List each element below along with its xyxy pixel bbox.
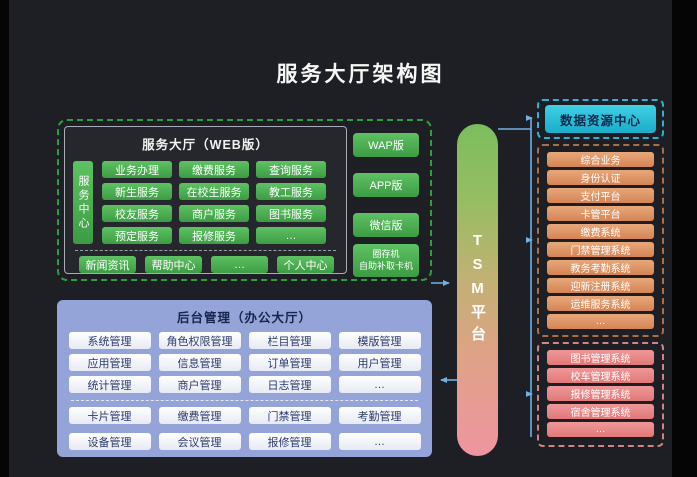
- core-system-item: 身份认证: [547, 170, 654, 185]
- core-system-item: 卡管平台: [547, 206, 654, 221]
- backoffice-item: 信息管理: [158, 354, 241, 371]
- backoffice-item: 设备管理: [68, 433, 151, 450]
- channel-wechat: 微信版: [353, 213, 419, 237]
- service-hall-footer: 新闻资讯 帮助中心 … 个人中心: [79, 256, 346, 273]
- service-item: 报修服务: [179, 227, 249, 244]
- service-item: 教工服务: [256, 183, 326, 200]
- backoffice-item-more: …: [338, 433, 421, 450]
- backoffice-item: 订单管理: [248, 354, 331, 371]
- business-systems-group: 图书管理系统 校车管理系统 报修管理系统 宿舍管理系统 …: [537, 342, 664, 447]
- channel-kiosk: 圈存机 自助补取卡机: [353, 244, 419, 277]
- backoffice-item: 模版管理: [338, 332, 421, 349]
- backoffice-item: 日志管理: [248, 376, 331, 393]
- backoffice-item: 缴费管理: [158, 407, 241, 424]
- service-item: 新生服务: [102, 183, 172, 200]
- backoffice-separator: [71, 400, 418, 401]
- data-center-group: 数据资源中心: [537, 99, 664, 139]
- backoffice-grid-bottom: 卡片管理 缴费管理 门禁管理 考勤管理 设备管理 会议管理 报修管理 …: [57, 407, 432, 450]
- backoffice-item: 用户管理: [338, 354, 421, 371]
- backoffice-item: 考勤管理: [338, 407, 421, 424]
- service-footer-item: 帮助中心: [145, 256, 202, 273]
- core-system-item: 迎新注册系统: [547, 278, 654, 293]
- backoffice-item: 统计管理: [68, 376, 151, 393]
- backoffice-grid-top: 系统管理 角色权限管理 栏目管理 模版管理 应用管理 信息管理 订单管理 用户管…: [57, 332, 432, 393]
- core-system-item: 综合业务: [547, 152, 654, 167]
- page-title: 服务大厅架构图: [276, 63, 445, 86]
- service-hall-panel: 服务大厅（WEB版） 服务中心 业务办理 缴费服务 查询服务 新生服务 在校生服…: [64, 126, 347, 274]
- business-system-item: 校车管理系统: [547, 368, 654, 383]
- core-system-item: 缴费系统: [547, 224, 654, 239]
- backoffice-item: 卡片管理: [68, 407, 151, 424]
- backoffice-item: 报修管理: [248, 433, 331, 450]
- core-system-item: 支付平台: [547, 188, 654, 203]
- service-footer-item: 新闻资讯: [79, 256, 136, 273]
- service-item: 校友服务: [102, 205, 172, 222]
- service-grid: 业务办理 缴费服务 查询服务 新生服务 在校生服务 教工服务 校友服务 商户服务…: [102, 161, 326, 244]
- service-item: 在校生服务: [179, 183, 249, 200]
- backoffice-title: 后台管理（办公大厅）: [176, 311, 312, 325]
- core-system-item: 教务考勤系统: [547, 260, 654, 275]
- backoffice-item: 系统管理: [68, 332, 151, 349]
- tsm-platform: TSM平台: [457, 124, 498, 456]
- business-system-item: 图书管理系统: [547, 350, 654, 365]
- backoffice-panel: 后台管理（办公大厅） 系统管理 角色权限管理 栏目管理 模版管理 应用管理 信息…: [57, 300, 432, 457]
- service-hall-separator: [75, 250, 336, 251]
- service-center-label: 服务中心: [73, 161, 93, 244]
- service-item: 图书服务: [256, 205, 326, 222]
- service-item: 查询服务: [256, 161, 326, 178]
- service-item: 业务办理: [102, 161, 172, 178]
- service-footer-item-more: …: [211, 256, 268, 273]
- canvas-edge-left: [0, 0, 9, 477]
- service-item: 预定服务: [102, 227, 172, 244]
- connector-tsm-to-datacenter: [498, 115, 533, 130]
- core-system-item: 门禁管理系统: [547, 242, 654, 257]
- core-systems-group: 综合业务 身份认证 支付平台 卡管平台 缴费系统 门禁管理系统 教务考勤系统 迎…: [537, 144, 664, 337]
- business-system-item: 宿舍管理系统: [547, 404, 654, 419]
- backoffice-item: 栏目管理: [248, 332, 331, 349]
- core-system-item-more: …: [547, 314, 654, 329]
- backoffice-item: 会议管理: [158, 433, 241, 450]
- channel-wap: WAP版: [353, 133, 419, 157]
- service-item-more: …: [256, 227, 326, 244]
- backoffice-item: 商户管理: [158, 376, 241, 393]
- backoffice-item: 门禁管理: [248, 407, 331, 424]
- service-item: 商户服务: [179, 205, 249, 222]
- business-system-item: 报修管理系统: [547, 386, 654, 401]
- service-item: 缴费服务: [179, 161, 249, 178]
- service-hall-group: 服务大厅（WEB版） 服务中心 业务办理 缴费服务 查询服务 新生服务 在校生服…: [57, 119, 432, 281]
- backoffice-item-more: …: [338, 376, 421, 393]
- data-center-label: 数据资源中心: [545, 105, 656, 133]
- service-hall-title: 服务大厅（WEB版）: [142, 138, 269, 152]
- business-system-item-more: …: [547, 422, 654, 437]
- tsm-platform-label: TSM平台: [469, 232, 486, 348]
- service-hall-body: 服务中心 业务办理 缴费服务 查询服务 新生服务 在校生服务 教工服务 校友服务…: [73, 161, 346, 244]
- canvas-edge-right: [672, 0, 697, 477]
- channel-app: APP版: [353, 173, 419, 197]
- service-footer-item: 个人中心: [277, 256, 334, 273]
- backoffice-item: 角色权限管理: [158, 332, 241, 349]
- core-system-item: 运维服务系统: [547, 296, 654, 311]
- backoffice-item: 应用管理: [68, 354, 151, 371]
